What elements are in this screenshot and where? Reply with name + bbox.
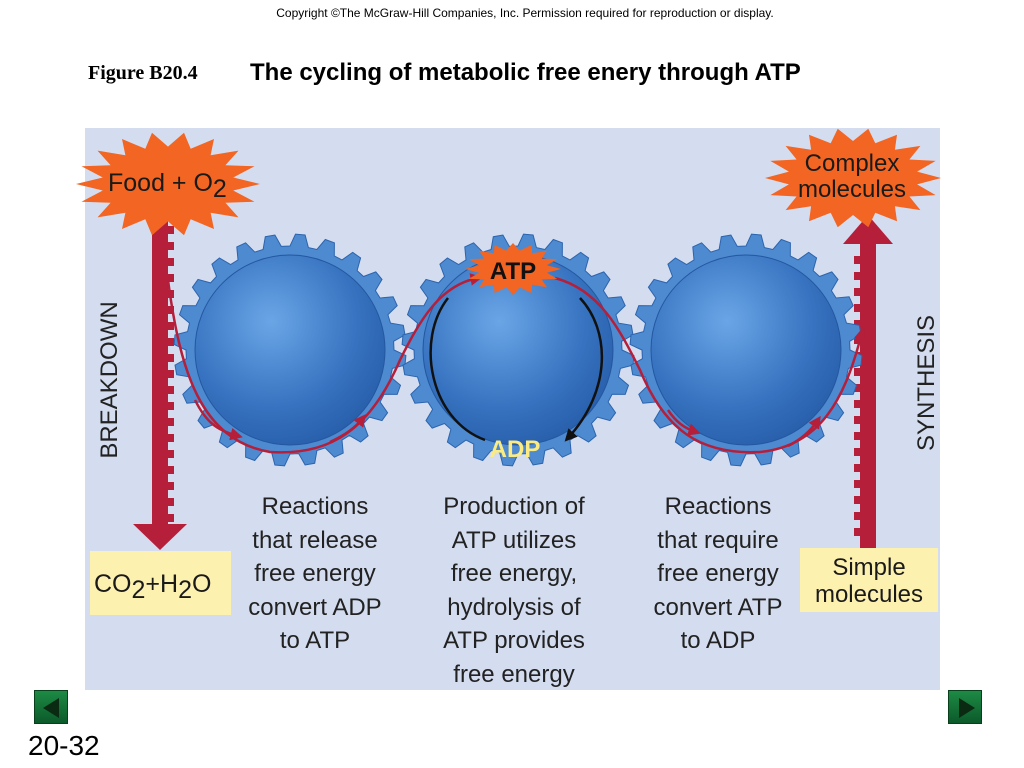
arrow-tooth	[168, 306, 174, 314]
simple-line-2: molecules	[815, 581, 923, 608]
arrow-tooth	[168, 274, 174, 282]
arrow-tooth	[854, 528, 860, 536]
arrow-tooth	[854, 400, 860, 408]
arrow-tooth	[854, 432, 860, 440]
food-label: Food + O2	[108, 169, 227, 203]
arrow-tooth	[168, 418, 174, 426]
breakdown-label: BREAKDOWN	[96, 301, 123, 458]
arrow-tooth	[168, 226, 174, 234]
simple-molecules-box: Simple molecules	[800, 548, 938, 612]
arrow-tooth	[854, 368, 860, 376]
triangle-left-icon	[43, 698, 59, 718]
figure-label: Figure B20.4	[88, 62, 198, 84]
atp-hydrolysis-arrow	[564, 297, 603, 442]
arrow-tooth	[168, 482, 174, 490]
caption-center: Production of ATP utilizes free energy, …	[443, 493, 585, 688]
arrow-tooth	[854, 512, 860, 520]
gear-right	[629, 233, 863, 467]
energy-flow-arrow-mid-left	[193, 399, 243, 441]
next-slide-button[interactable]	[948, 690, 982, 724]
arrow-tooth	[854, 416, 860, 424]
energy-flow-arrow-mid-right-2	[787, 415, 821, 448]
simple-line-1: Simple	[832, 554, 905, 581]
complex-molecules-burst: Complex molecules	[765, 128, 941, 228]
food-burst: Food + O2	[76, 132, 260, 236]
arrow-tooth	[168, 386, 174, 394]
energy-flow-arrow-mid-left-2	[329, 414, 367, 444]
arrow-tooth	[168, 450, 174, 458]
energy-flow-path	[166, 273, 483, 454]
complex-line-2: molecules	[798, 176, 906, 203]
energy-flow-arrow-mid-right	[666, 409, 701, 436]
atp-burst: ATP	[465, 243, 561, 295]
arrow-tooth	[168, 354, 174, 362]
caption-left: Reactions that release free energy conve…	[248, 493, 382, 654]
arrow-tooth	[854, 496, 860, 504]
arrow-tooth	[168, 370, 174, 378]
arrow-tooth	[854, 288, 860, 296]
adp-to-atp-arrow	[429, 297, 486, 442]
arrow-tooth	[168, 514, 174, 522]
triangle-right-icon	[959, 698, 975, 718]
arrow-tooth	[854, 304, 860, 312]
arrow-tooth	[168, 242, 174, 250]
gear-left	[173, 233, 407, 467]
arrow-tooth	[854, 384, 860, 392]
arrow-tooth	[168, 466, 174, 474]
arrow-tooth	[854, 256, 860, 264]
co2-h2o-label: CO2+H2O	[94, 570, 211, 604]
previous-slide-button[interactable]	[34, 690, 68, 724]
copyright-notice: Copyright ©The McGraw-Hill Companies, In…	[276, 6, 774, 20]
synthesis-label: SYNTHESIS	[913, 315, 940, 451]
arrow-tooth	[168, 498, 174, 506]
breakdown-arrow	[133, 220, 187, 550]
energy-flow-path-right	[554, 276, 867, 454]
arrow-tooth	[854, 448, 860, 456]
arrow-tooth	[854, 272, 860, 280]
complex-line-1: Complex	[805, 150, 900, 177]
caption-right: Reactions that require free energy conve…	[653, 493, 783, 654]
page-number: 20-32	[28, 730, 100, 761]
arrow-tooth	[168, 434, 174, 442]
arrow-tooth	[854, 480, 860, 488]
adp-label: ADP	[490, 436, 541, 463]
figure-title: The cycling of metabolic free enery thro…	[250, 59, 801, 86]
arrow-tooth	[168, 338, 174, 346]
arrow-tooth	[168, 258, 174, 266]
arrow-tooth	[854, 464, 860, 472]
arrow-tooth	[854, 320, 860, 328]
arrow-tooth	[168, 322, 174, 330]
arrow-tooth	[168, 402, 174, 410]
atp-label: ATP	[490, 258, 536, 285]
co2-h2o-box: CO2+H2O	[90, 551, 231, 615]
